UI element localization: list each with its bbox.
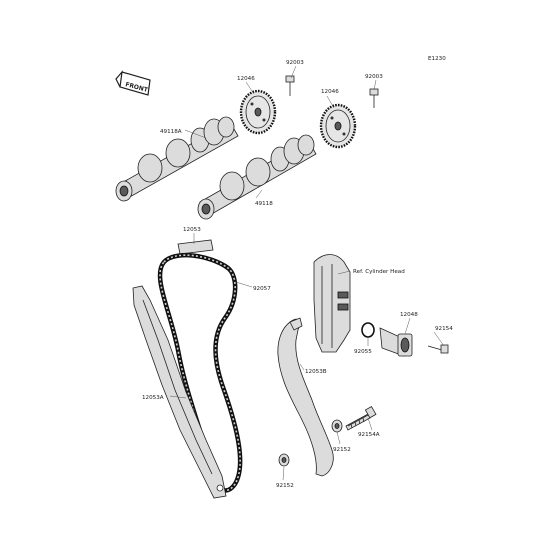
label-ref-cylinder-head: Ref. Cylinder Head: [353, 269, 405, 275]
tensioner: [379, 327, 413, 357]
collar-left: [278, 453, 290, 467]
label-guide-tensioner-side: 12053B: [305, 369, 327, 375]
label-collar-right: 92152: [333, 447, 351, 453]
sprocket-right: [319, 103, 357, 149]
label-guide-front: 12053A: [142, 395, 164, 401]
cylinder-head-section: [313, 254, 351, 353]
bolt-right: [369, 88, 379, 108]
leader-lines: [169, 65, 445, 481]
chain-guide-tensioner-side: [277, 317, 334, 477]
label-pivot-bolt: 92154A: [358, 432, 380, 438]
camshaft-intake: [197, 134, 317, 220]
label-sprocket-left: 12046: [237, 76, 255, 82]
label-bolt-right: 92003: [365, 74, 383, 80]
camshaft-exhaust: [115, 116, 239, 202]
label-tensioner-bolt: 92154: [435, 326, 453, 332]
tensioner-bolt: [427, 344, 449, 354]
label-gasket: 92055: [354, 349, 372, 355]
label-tensioner: 12048: [400, 312, 418, 318]
label-collar-left: 92152: [276, 483, 294, 489]
chain-guide-top: [177, 239, 214, 255]
pivot-bolt: [345, 405, 377, 431]
chain-guide-front: [132, 285, 227, 499]
bolt-left: [285, 75, 295, 96]
sprocket-left: [239, 89, 277, 135]
gasket: [361, 322, 375, 338]
label-camshaft-intake: 49118: [255, 201, 273, 207]
collar-right: [331, 419, 343, 433]
label-sprocket-right: 12046: [321, 89, 339, 95]
label-guide-top: 12053: [183, 227, 201, 233]
front-arrow-icon: FRONT: [115, 70, 151, 96]
label-bolt-left: 92003: [286, 60, 304, 66]
label-camshaft-exhaust: 49118A: [160, 129, 182, 135]
label-cam-chain: 92057: [253, 286, 271, 292]
cam-chain: [157, 253, 243, 493]
diagram-code: E1230: [428, 56, 446, 62]
